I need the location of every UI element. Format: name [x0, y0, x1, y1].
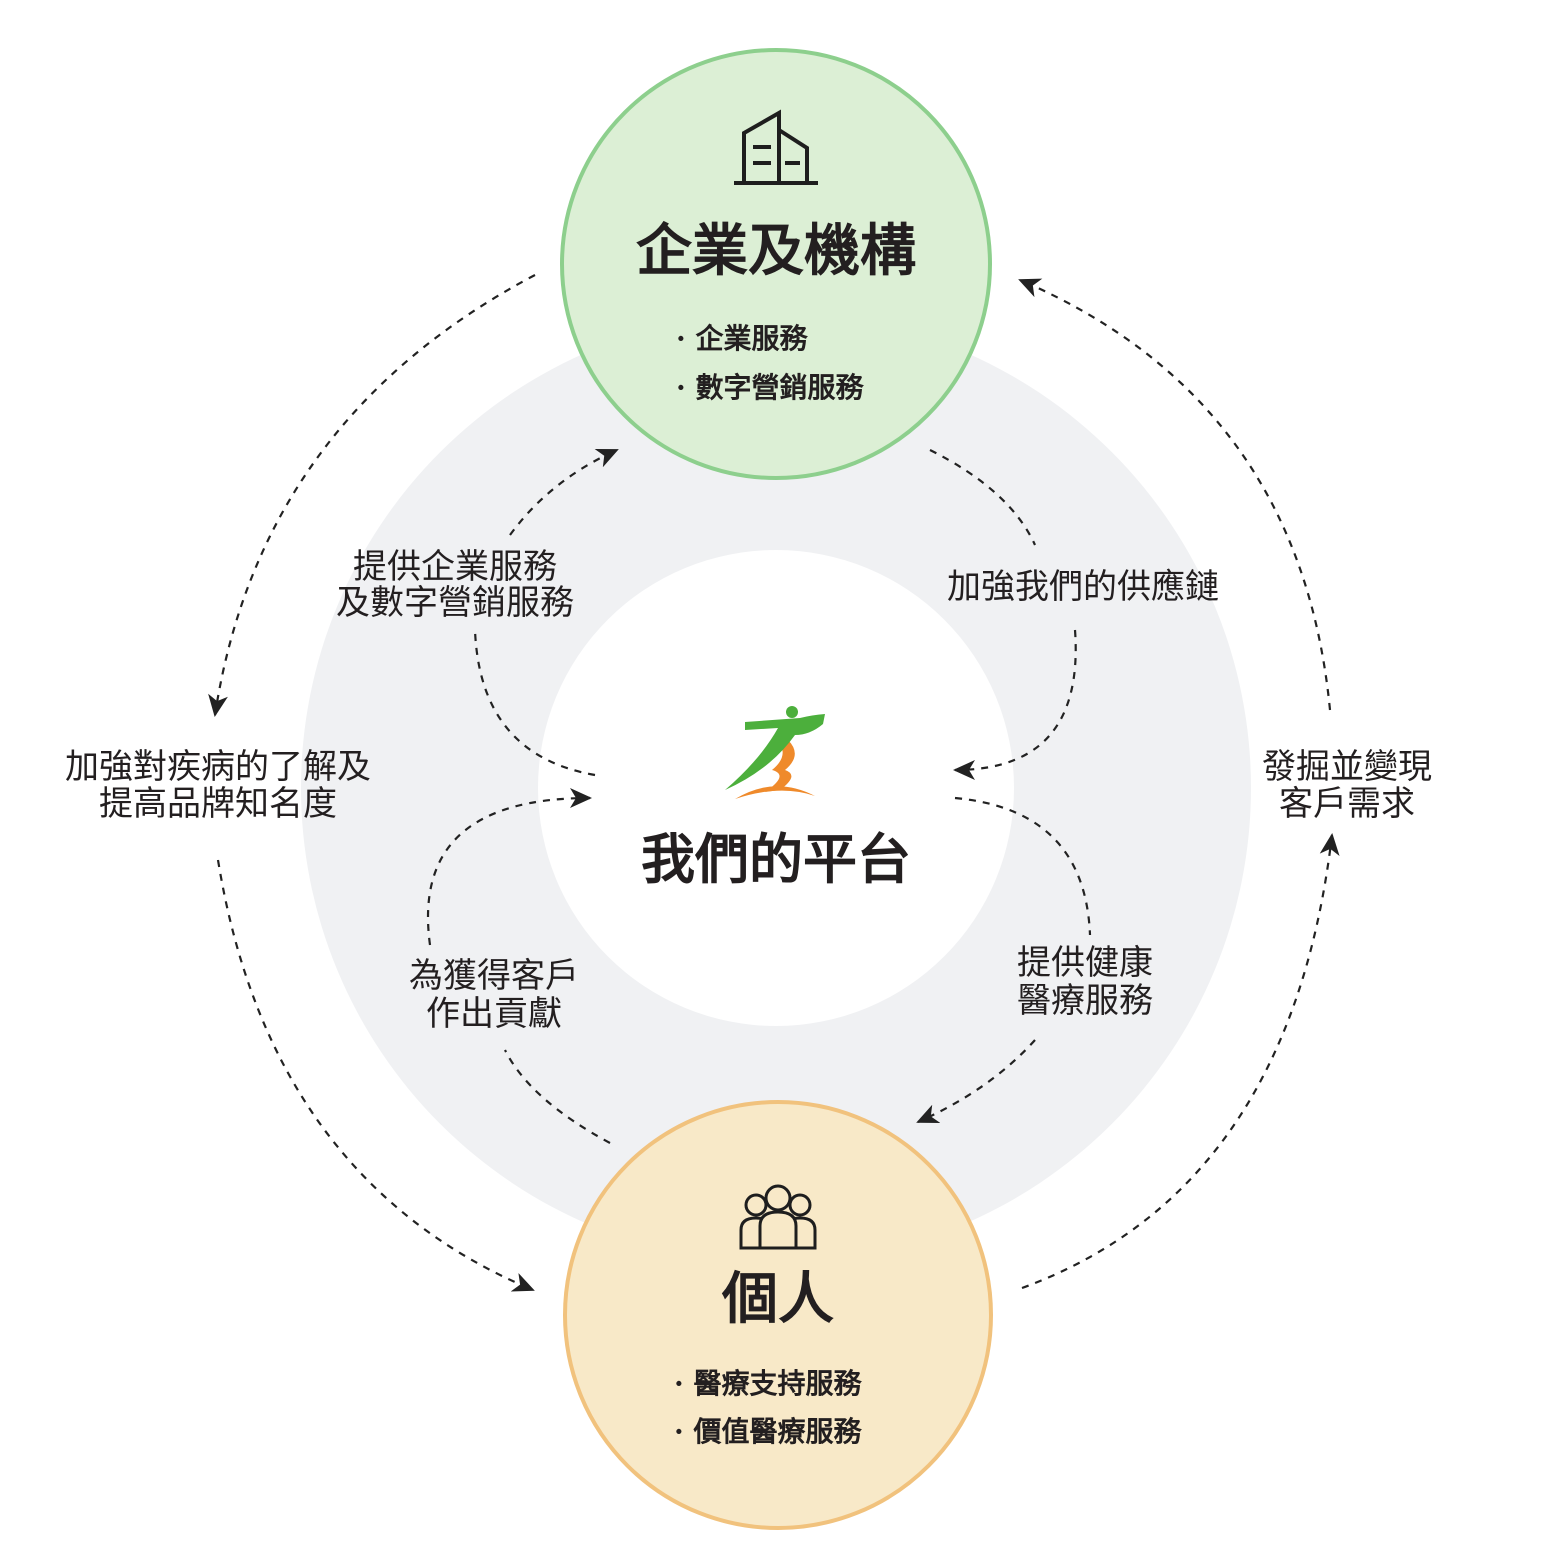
flow-label: 提供健康 — [1017, 943, 1153, 983]
flow-label: 提高品牌知名度 — [99, 784, 337, 824]
arrow-enterprise-to-individual-bottom — [216, 859, 535, 1292]
arrow-individual-to-enterprise-top — [1018, 278, 1332, 711]
individual-node: 個人 · 醫療支持服務 · 價值醫療服務 — [563, 1100, 993, 1530]
individual-item: · 價值醫療服務 — [674, 1415, 862, 1448]
platform-logo — [725, 706, 825, 799]
individual-item: · 醫療支持服務 — [674, 1367, 862, 1400]
flow-label: 提供企業服務 — [353, 547, 557, 587]
flow-label: 及數字營銷服務 — [336, 583, 574, 623]
arrow-platform-to-individual — [916, 1039, 1036, 1124]
individual-title: 個人 — [721, 1267, 834, 1332]
people-icon — [739, 1184, 817, 1250]
arrow-individual-to-enterprise-bottom — [1021, 833, 1340, 1290]
flow-label: 醫療服務 — [1017, 981, 1153, 1021]
flow-label: 加強我們的供應鏈 — [947, 567, 1219, 607]
arrow-enterprise-to-platform — [953, 629, 1077, 780]
enterprise-item: · 數字營銷服務 — [676, 371, 864, 404]
arrow-individual-to-platform — [426, 788, 592, 946]
arrow-segment — [473, 629, 596, 777]
flow-label: 客戶需求 — [1279, 784, 1415, 824]
enterprise-item: · 企業服務 — [676, 322, 808, 355]
arrow-platform-to-enterprise — [509, 448, 619, 536]
flow-label: 發掘並變現 — [1262, 747, 1432, 787]
flow-label: 加強對疾病的了解及 — [65, 747, 371, 787]
flow-label: 作出貢獻 — [426, 994, 562, 1034]
arrow-segment — [954, 796, 1092, 936]
arrow-enterprise-to-individual-top — [208, 274, 536, 717]
enterprise-node: 企業及機構 · 企業服務 · 數字營銷服務 — [560, 48, 992, 480]
enterprise-title: 企業及機構 — [636, 219, 916, 284]
flow-label: 為獲得客戶 — [409, 956, 579, 996]
platform-title: 我們的平台 — [641, 828, 911, 891]
arrow-segment — [504, 1049, 611, 1144]
arrow-segment — [929, 449, 1037, 546]
building-icon — [734, 109, 818, 185]
